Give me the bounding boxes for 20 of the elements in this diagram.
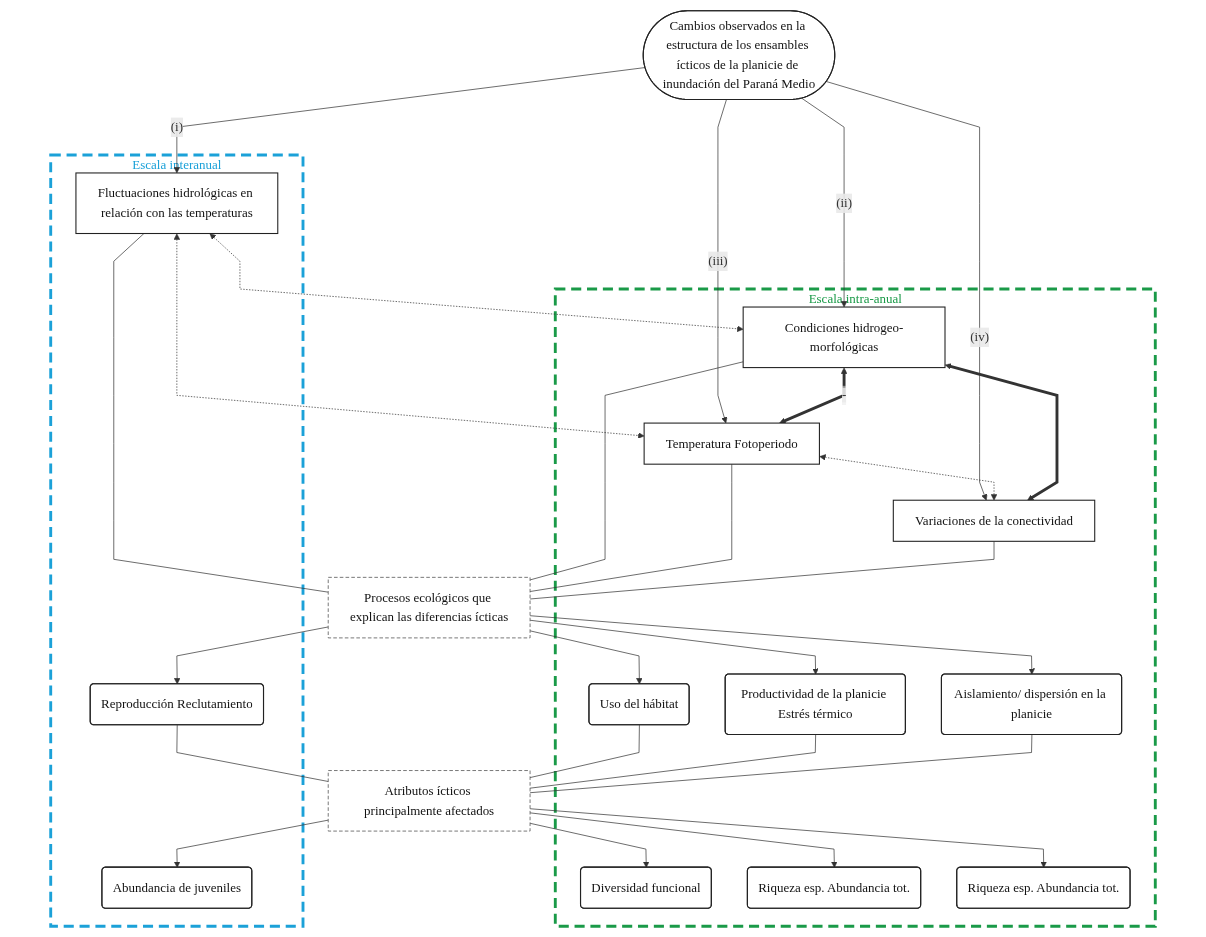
node-box: Temperatura Fotoperiodo <box>643 422 820 465</box>
connector <box>529 463 733 592</box>
arrow <box>945 363 1059 501</box>
node-box: Condiciones hidrogeo-morfológicas <box>742 306 946 369</box>
node-box: Procesos ecológicos que explican las diferencias ícticas <box>327 577 531 639</box>
connector <box>529 724 640 778</box>
edge-label: (iii) <box>708 253 728 269</box>
connector <box>529 540 995 600</box>
connector <box>529 734 816 789</box>
edge-label: (i) <box>170 119 183 135</box>
edge-label: - <box>841 387 847 403</box>
connector <box>113 233 329 593</box>
node-box: Atributos ícticos principalmente afectados <box>327 770 531 832</box>
node-box: Variaciones de la conectividad <box>892 499 1096 542</box>
edge-label: (ii) <box>836 195 853 211</box>
connector <box>176 724 329 782</box>
edge-label: (iv) <box>970 329 989 345</box>
connector <box>529 361 744 581</box>
node-box: Fluctuaciones hidrológicas en relación con las temperaturas <box>75 172 279 235</box>
connector <box>529 734 1033 794</box>
